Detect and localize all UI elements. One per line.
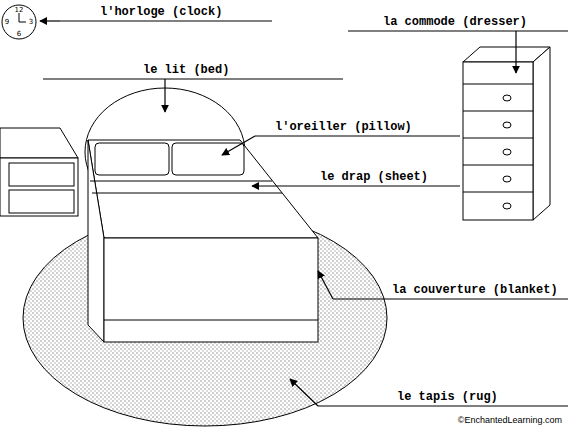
part-label: l'horloge (clock) xyxy=(100,5,222,19)
pillow xyxy=(95,143,169,175)
leader-lines xyxy=(40,21,568,406)
part-label: le tapis (rug) xyxy=(397,390,498,404)
bed xyxy=(88,140,318,342)
clock-number: 9 xyxy=(5,18,9,26)
clock-number: 3 xyxy=(29,18,33,26)
watermark: ©EnchantedLearning.com xyxy=(458,415,562,425)
part-label: le lit (bed) xyxy=(143,63,229,77)
clock-number: 12 xyxy=(15,6,24,14)
dresser xyxy=(463,47,550,220)
rug xyxy=(23,210,387,426)
nightstand xyxy=(0,128,78,216)
part-label: la couverture (blanket) xyxy=(392,283,558,297)
pillow xyxy=(172,143,244,175)
part-label: le drap (sheet) xyxy=(320,170,428,184)
part-label: la commode (dresser) xyxy=(383,15,527,29)
clock xyxy=(2,5,36,39)
part-label: l'oreiller (pillow) xyxy=(275,120,412,134)
clock-number: 6 xyxy=(17,30,21,38)
